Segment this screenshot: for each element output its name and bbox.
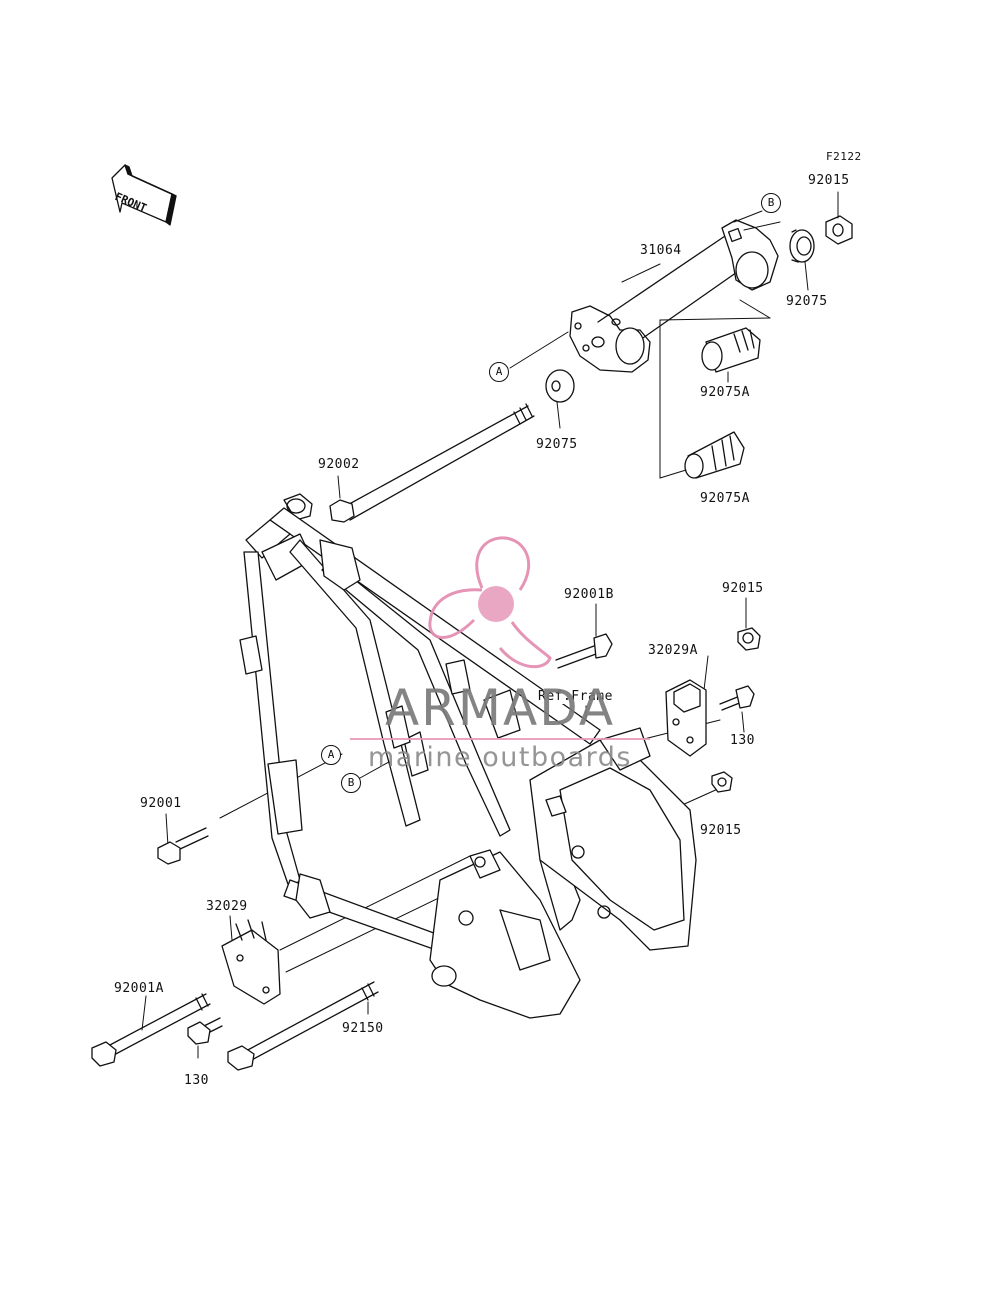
long-bolt-92150 <box>227 981 379 1071</box>
part-label-92015-mid[interactable]: 92015 <box>722 581 764 596</box>
rubber-bushing-92075A-1 <box>701 327 761 373</box>
part-label-130-right[interactable]: 130 <box>730 733 755 748</box>
part-label-92001B[interactable]: 92001B <box>564 587 614 602</box>
callout-a-frame: A <box>321 745 341 765</box>
part-label-92002[interactable]: 92002 <box>318 457 360 472</box>
part-label-92150[interactable]: 92150 <box>342 1021 384 1036</box>
bolt-130-right <box>719 685 755 711</box>
bolt-92001A <box>91 993 211 1067</box>
watermark-divider <box>350 738 650 740</box>
bolt-92001B <box>555 633 613 669</box>
part-label-92001[interactable]: 92001 <box>140 796 182 811</box>
long-bolt-92002 <box>329 403 535 523</box>
reference-frame-label: Ref.Frame <box>538 689 613 704</box>
bolt-130-left <box>187 1017 223 1045</box>
watermark-brand: ARMADA <box>384 679 616 737</box>
rubber-bushing-92075A-2 <box>684 431 745 479</box>
nut-92015-top <box>825 215 853 245</box>
callout-a-top: A <box>489 362 509 382</box>
engine-mount-bracket-31064 <box>569 219 779 373</box>
callout-b-top: B <box>761 193 781 213</box>
part-label-130-left[interactable]: 130 <box>184 1073 209 1088</box>
figure-code: F2122 <box>826 150 862 163</box>
part-label-31064[interactable]: 31064 <box>640 243 682 258</box>
motorcycle-frame <box>239 493 697 1019</box>
bracket-32029 <box>221 919 281 1005</box>
part-label-92075-mid[interactable]: 92075 <box>536 437 578 452</box>
part-label-32029[interactable]: 32029 <box>206 899 248 914</box>
part-label-32029A[interactable]: 32029A <box>648 643 698 658</box>
callout-b-frame: B <box>341 773 361 793</box>
part-label-92075A-1[interactable]: 92075A <box>700 385 750 400</box>
watermark-propeller-icon <box>428 536 552 669</box>
part-label-92001A[interactable]: 92001A <box>114 981 164 996</box>
part-label-92015-top[interactable]: 92015 <box>808 173 850 188</box>
nut-92015-mid <box>737 627 761 651</box>
part-label-92075-top[interactable]: 92075 <box>786 294 828 309</box>
watermark-tagline: marine outboards <box>367 742 632 773</box>
nut-92015-low <box>711 771 733 793</box>
front-arrow-icon <box>111 164 177 226</box>
part-label-92075A-2[interactable]: 92075A <box>700 491 750 506</box>
bushing-92075-top <box>789 229 815 263</box>
bracket-32029A <box>665 679 707 757</box>
part-label-92015-low[interactable]: 92015 <box>700 823 742 838</box>
bushing-92075-mid <box>545 369 575 403</box>
bolt-92001 <box>157 827 209 865</box>
